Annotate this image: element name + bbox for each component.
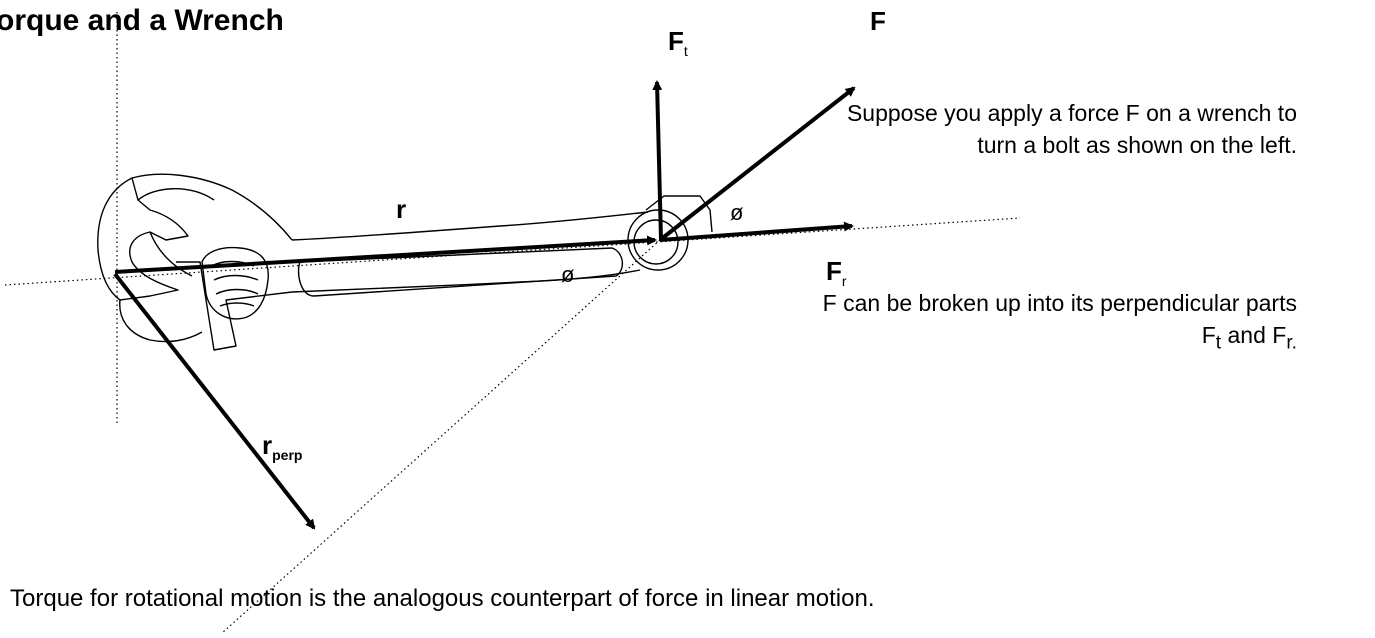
explanation-paragraph-1: Suppose you apply a force F on a wrench … <box>846 100 1297 158</box>
angle-symbol-at-force: ø <box>730 200 744 225</box>
r-label: r <box>396 194 407 224</box>
F-label: F <box>870 6 886 36</box>
explanation-paragraph-2: F can be broken up into its perpendicula… <box>822 290 1297 354</box>
Fr-label: Fr <box>826 256 847 289</box>
r-perp-label: rperp <box>262 430 303 463</box>
F-vector <box>658 86 856 242</box>
horizontal-reference-line <box>4 217 1021 286</box>
bottom-caption: Torque for rotational motion is the anal… <box>10 585 875 612</box>
r-perp-vector <box>113 272 316 530</box>
Ft-vector <box>652 80 663 241</box>
r-vector <box>114 235 657 274</box>
Fr-vector <box>659 221 854 242</box>
page-title: orque and a Wrench <box>0 4 284 37</box>
angle-symbol-at-handle: ø <box>561 262 575 287</box>
Ft-label: Ft <box>668 26 688 59</box>
wrench-drawing <box>97 173 713 351</box>
